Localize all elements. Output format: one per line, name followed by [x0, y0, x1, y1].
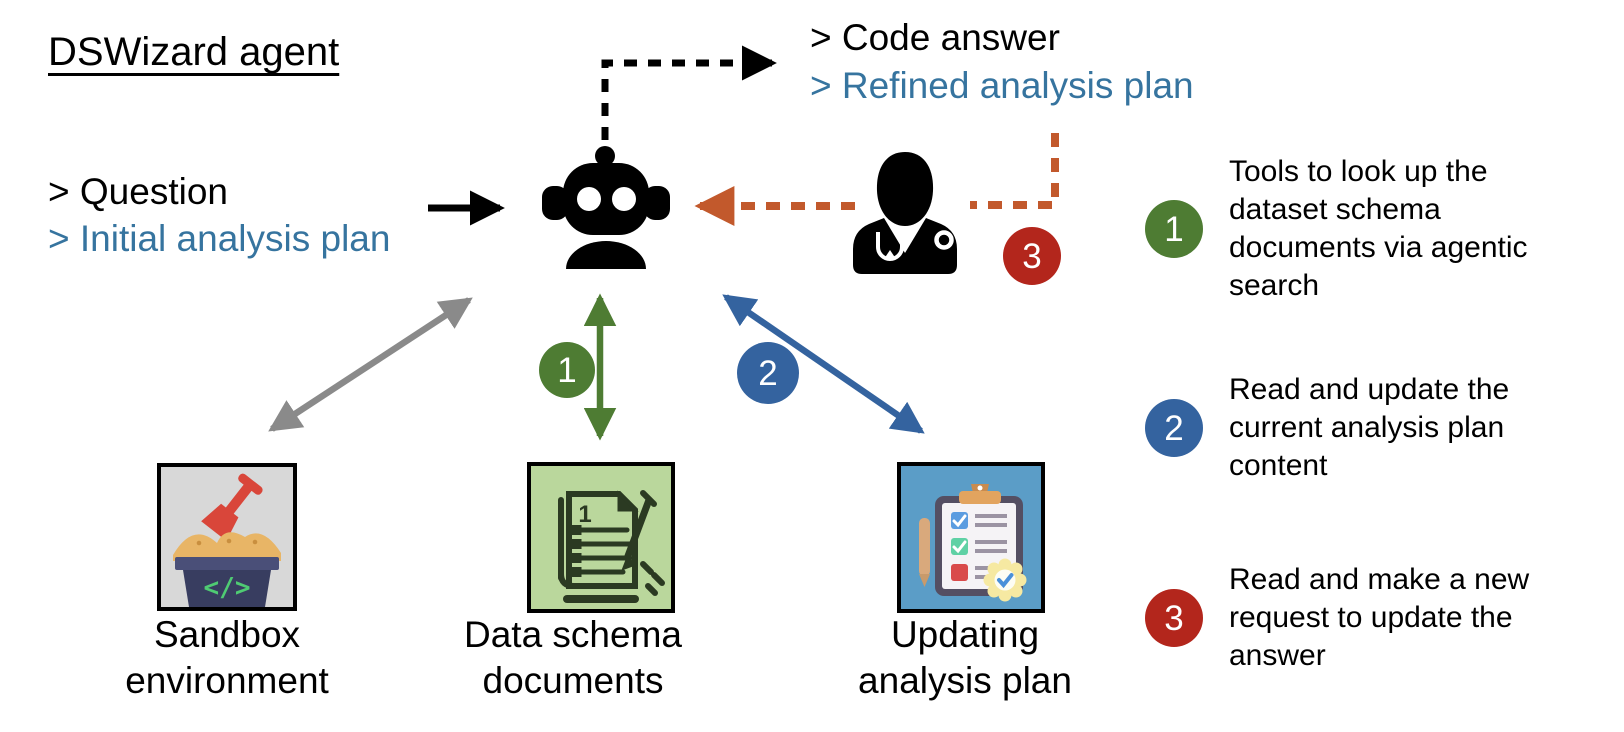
clipboard-label: Updating analysis plan — [858, 614, 1072, 701]
doc-page-glyph: 1 — [578, 501, 591, 528]
tool-note-2: 2 Read and update the current analysis p… — [1145, 371, 1569, 485]
sandbox-label: Sandbox environment — [125, 614, 329, 701]
documents-icon: 1 — [527, 462, 675, 613]
tool-note-2-badge: 2 — [1145, 399, 1203, 457]
tool-note-3-badge: 3 — [1145, 589, 1203, 647]
tool-note-2-text: Read and update the current analysis pla… — [1229, 373, 1510, 482]
sandbox-double-arrow — [268, 297, 473, 432]
tool-note-3: 3 Read and make a new request to update … — [1145, 561, 1569, 675]
documents-art: 1 — [558, 490, 665, 603]
code-glyph: </> — [204, 573, 251, 603]
page-title: DSWizard agent — [48, 30, 340, 74]
input-question-label: > Question — [48, 171, 228, 212]
answer-output-dashed-arrow — [601, 45, 777, 140]
doctor-icon — [853, 152, 957, 274]
sandbox-icon: </> — [157, 463, 297, 611]
plan-arrow-badge: 2 — [737, 342, 799, 404]
input-initial-plan-label: > Initial analysis plan — [48, 218, 391, 259]
sandbox-art: </> — [173, 473, 281, 607]
clipboard-art — [919, 484, 1027, 602]
tool-note-1: 1 Tools to look up the dataset schema do… — [1145, 153, 1569, 305]
robot-icon — [542, 146, 670, 269]
clipboard-icon — [897, 462, 1045, 613]
tool-note-1-text: Tools to look up the dataset schema docu… — [1229, 155, 1528, 302]
tool-note-3-text: Read and make a new request to update th… — [1229, 563, 1530, 672]
documents-label: Data schema documents — [464, 614, 682, 701]
schema-arrow-badge: 1 — [539, 342, 595, 398]
output-refined-plan-label: > Refined analysis plan — [810, 65, 1194, 106]
feedback-dashed-path — [970, 133, 1059, 209]
clinician-feedback-badge: 3 — [1003, 227, 1061, 285]
tool-note-1-badge: 1 — [1145, 200, 1203, 258]
output-code-answer-label: > Code answer — [810, 17, 1060, 58]
